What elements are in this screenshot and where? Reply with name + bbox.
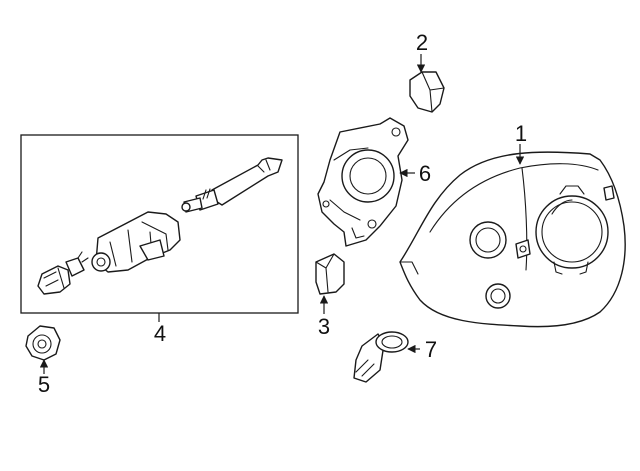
callout-6: 6 bbox=[419, 161, 431, 186]
column-cover-drawing bbox=[399, 151, 626, 328]
clip-drawing bbox=[315, 253, 345, 295]
callout-5: 5 bbox=[38, 372, 50, 397]
combination-switch-drawing bbox=[37, 157, 283, 295]
cap-drawing bbox=[409, 71, 445, 113]
bulb-socket-drawing bbox=[25, 325, 61, 361]
callout-3: 3 bbox=[318, 314, 330, 339]
callout-1: 1 bbox=[515, 121, 527, 146]
callout-2: 2 bbox=[416, 30, 428, 55]
callout-4: 4 bbox=[154, 321, 166, 346]
clock-spring-drawing bbox=[317, 117, 409, 247]
callout-7: 7 bbox=[425, 337, 437, 362]
sensor-drawing bbox=[353, 331, 409, 383]
